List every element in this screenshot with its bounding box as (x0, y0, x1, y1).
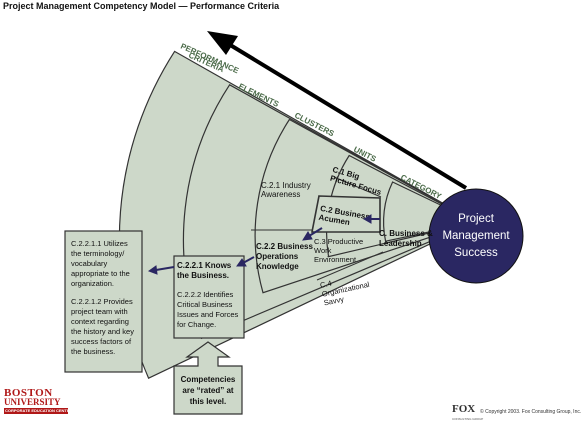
element-c222-line1: C.2.2.2 Identifies (177, 290, 234, 299)
criteria-c2211-line5: organization. (71, 279, 114, 288)
unit-c4-line3: Savvy (323, 294, 345, 307)
unit-c4-line1: C.4 (319, 279, 332, 290)
unit-c3-line3: Environment (314, 255, 357, 264)
callout-line3: this level. (190, 397, 226, 406)
fox-logo-word: FOX (452, 403, 476, 415)
criteria-c2211-line3: vocabulary (71, 259, 108, 268)
hub-circle (428, 188, 524, 284)
criteria-c2212-line5: success factors of (71, 337, 132, 346)
progress-arrow (220, 38, 468, 190)
boston-university-logo: BOSTON UNIVERSITY CORPORATE EDUCATION CE… (4, 387, 73, 418)
element-c221-line2: the Business. (177, 271, 229, 280)
callout-line2: are “rated” at (182, 386, 233, 395)
arrow-element-to-criteria-head (147, 265, 158, 275)
units-divider-3 (316, 251, 384, 281)
copyright-text: © Copyright 2003. Fox Consulting Group, … (480, 409, 582, 415)
hub-label-line2: Management (442, 230, 510, 242)
arrow-cluster-to-element (242, 256, 255, 264)
cluster-c22-line3: Knowledge (256, 262, 299, 271)
unit-c3-line1: C.3 Productive (314, 237, 363, 246)
cluster-c22-line1: C.2.2 Business (256, 242, 313, 251)
criteria-c2212-line3: context regarding (71, 317, 129, 326)
criteria-c2212-line2: project team with (71, 307, 128, 316)
arrow-category-to-unit-head (362, 214, 372, 224)
units-divider-1 (333, 176, 382, 198)
unit-c3-line2: Work (314, 246, 332, 255)
hub-label-line1: Project (458, 213, 495, 225)
fox-logo-sub: CONSULTING GROUP (452, 417, 484, 421)
criteria-c2211-line2: the terminology/ (71, 249, 125, 258)
cluster-c21-line2: Awareness (261, 190, 300, 199)
arrow-unit-to-cluster (308, 227, 323, 237)
progress-arrow-head (207, 31, 238, 55)
elements-box (173, 255, 245, 339)
element-c222-line4: for Change. (177, 320, 216, 329)
bu-logo-line1: BOSTON (4, 387, 53, 399)
element-c222-line2: Critical Business (177, 300, 233, 309)
criteria-c2212-line4: the history and key (71, 327, 134, 336)
fox-consulting-logo: FOX CONSULTING GROUP (452, 403, 484, 424)
category-label-line1: C. Business & (379, 229, 433, 238)
element-c222-line3: Issues and Forces (177, 310, 239, 319)
bu-logo-line3: CORPORATE EDUCATION CENTER (4, 408, 73, 414)
criteria-c2212-line6: the business. (71, 347, 115, 356)
cluster-c21-line1: C.2.1 Industry (261, 181, 311, 190)
criteria-c2211-line1: C.2.2.1.1 Utilizes (71, 239, 128, 248)
criteria-c2212-line1: C.2.2.1.2 Provides (71, 297, 133, 306)
criteria-box (64, 230, 143, 373)
callout-arrow (173, 341, 243, 415)
element-c221-line1: C.2.2.1 Knows (177, 261, 232, 270)
page-title: Project Management Competency Model — Pe… (3, 1, 280, 11)
cluster-c22-line2: Operations (256, 252, 299, 261)
arrow-unit-to-cluster-head (302, 231, 313, 241)
criteria-c2211-line4: appropriate to the (71, 269, 130, 278)
unit-highlight-c2 (311, 195, 381, 233)
category-label-line2: Leadership (379, 239, 422, 248)
arrow-element-to-criteria (155, 266, 175, 271)
hub-label-line3: Success (454, 247, 498, 259)
callout-line1: Competencies (181, 375, 236, 384)
arrow-cluster-to-element-head (236, 258, 247, 267)
bu-logo-line2: UNIVERSITY (4, 397, 61, 407)
